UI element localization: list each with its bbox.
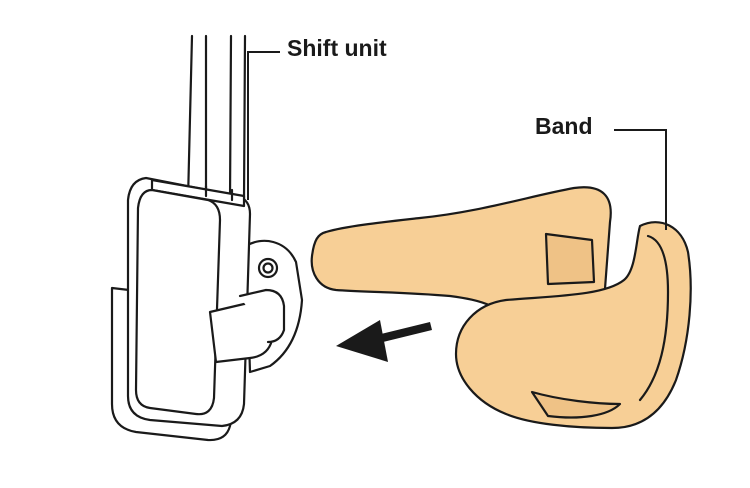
arrow-shaft <box>373 322 432 344</box>
shift-cable <box>186 34 247 202</box>
band-label: Band <box>535 113 593 139</box>
direction-arrow <box>336 320 432 362</box>
shift-unit-label: Shift unit <box>287 35 387 61</box>
band-recess <box>544 232 596 286</box>
shift-bolt-inner <box>262 262 274 274</box>
shift-front-face <box>134 188 222 416</box>
band-loop-inner <box>638 234 670 402</box>
band <box>310 186 692 430</box>
band-front-loop <box>454 221 692 430</box>
shift-lever-tab <box>238 288 286 344</box>
shift-unit <box>110 34 304 442</box>
shift-top-notch <box>204 184 234 202</box>
band-bottom-flap <box>530 390 622 419</box>
shift-top-cap <box>150 178 246 208</box>
band-leader <box>614 129 667 230</box>
arrow-head <box>336 320 388 362</box>
shift-unit-leader <box>247 51 280 200</box>
leader-lines <box>247 51 667 230</box>
